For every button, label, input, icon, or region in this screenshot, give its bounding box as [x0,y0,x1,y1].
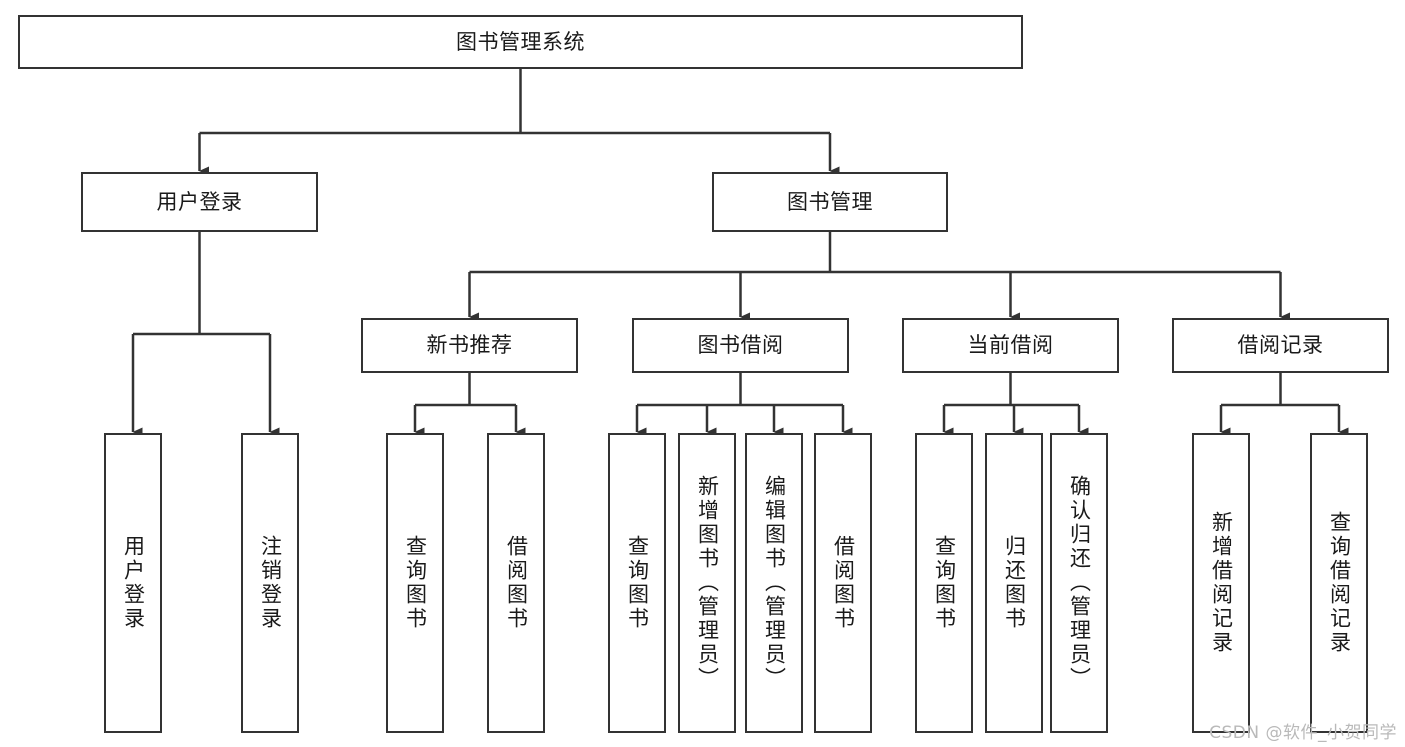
node-user-login-module[interactable]: 用户登录 [81,172,318,232]
node-label: 用户登录 [121,535,146,631]
node-label: 借阅记录 [1237,333,1324,358]
leaf-user-login[interactable]: 用户登录 [104,433,162,733]
watermark-text: CSDN @软件_小贺同学 [1209,723,1397,743]
node-label: 图书管理系统 [456,29,585,54]
node-label: 新增借阅记录 [1209,511,1234,655]
node-label: 新书推荐 [426,333,513,358]
node-label: 当前借阅 [967,333,1054,358]
node-label: 确认归还（管理员） [1067,475,1092,691]
leaf-query-book-recommend[interactable]: 查询图书 [386,433,444,733]
leaf-borrow-book[interactable]: 借阅图书 [814,433,872,733]
node-label: 图书管理 [787,189,873,214]
node-borrow-records[interactable]: 借阅记录 [1172,318,1389,373]
leaf-confirm-return-admin[interactable]: 确认归还（管理员） [1050,433,1108,733]
node-label: 查询图书 [625,535,650,631]
node-book-management-module[interactable]: 图书管理 [712,172,948,232]
leaf-edit-book-admin[interactable]: 编辑图书（管理员） [745,433,803,733]
leaf-borrow-book-recommend[interactable]: 借阅图书 [487,433,545,733]
node-label: 借阅图书 [831,535,856,631]
leaf-logout[interactable]: 注销登录 [241,433,299,733]
node-label: 归还图书 [1002,535,1027,631]
node-current-borrowing[interactable]: 当前借阅 [902,318,1119,373]
node-label: 查询图书 [403,535,428,631]
leaf-add-book-admin[interactable]: 新增图书（管理员） [678,433,736,733]
leaf-query-book[interactable]: 查询图书 [608,433,666,733]
node-label: 编辑图书（管理员） [762,475,787,691]
node-label: 查询借阅记录 [1327,511,1352,655]
node-root-system[interactable]: 图书管理系统 [18,15,1023,69]
node-label: 借阅图书 [504,535,529,631]
leaf-query-borrow-record[interactable]: 查询借阅记录 [1310,433,1368,733]
node-label: 图书借阅 [697,333,784,358]
node-book-borrowing[interactable]: 图书借阅 [632,318,849,373]
node-label: 查询图书 [932,535,957,631]
node-label: 新增图书（管理员） [695,475,720,691]
leaf-return-book[interactable]: 归还图书 [985,433,1043,733]
node-label: 用户登录 [156,189,243,214]
node-label: 注销登录 [258,535,283,631]
node-new-book-recommendation[interactable]: 新书推荐 [361,318,578,373]
leaf-add-borrow-record[interactable]: 新增借阅记录 [1192,433,1250,733]
leaf-query-book-current[interactable]: 查询图书 [915,433,973,733]
